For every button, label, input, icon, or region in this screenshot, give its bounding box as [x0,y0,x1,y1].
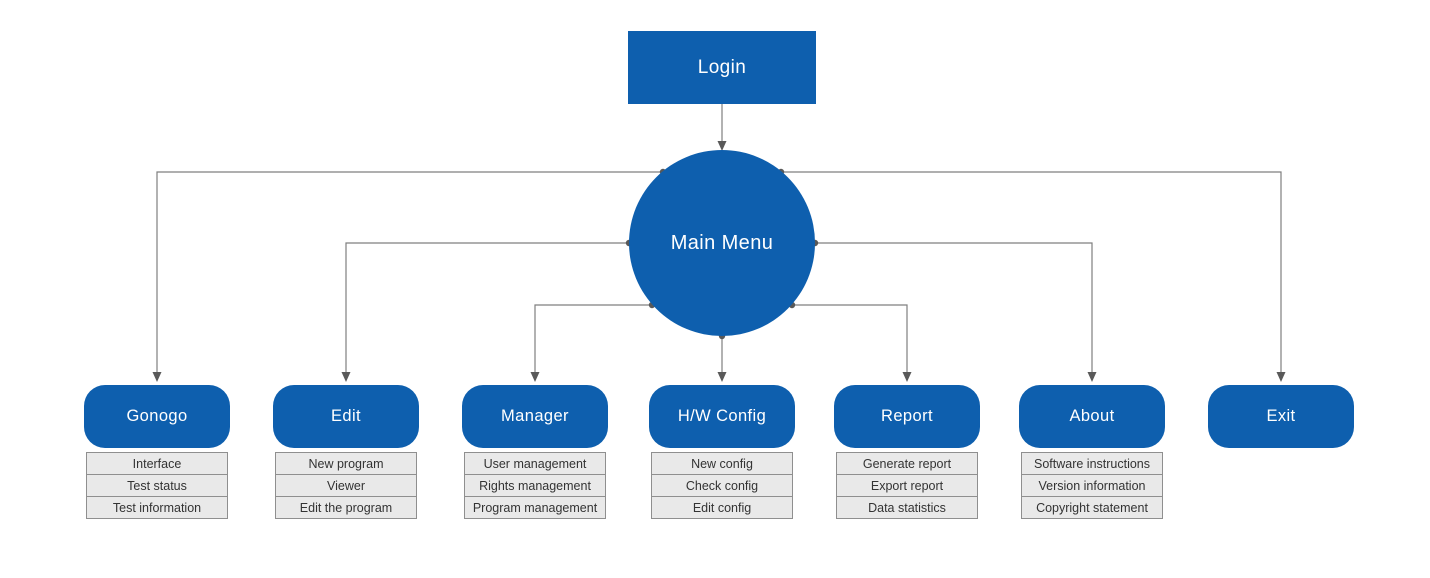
submenu-item: Check config [651,474,793,497]
submenu-item: Test status [86,474,228,497]
submenu-item: Viewer [275,474,417,497]
submenu-item: New config [651,452,793,475]
submenu-item: Rights management [464,474,606,497]
main-menu-node: Main Menu [629,150,815,336]
branch-node-about: About [1019,385,1165,448]
branch-node-h-w-config: H/W Config [649,385,795,448]
submenu-item: User management [464,452,606,475]
submenu-item: Interface [86,452,228,475]
wire-mainmenu-about [815,242,1093,373]
login-node: Login [628,31,816,104]
wire-mainmenu-report [792,304,908,373]
arrowhead-manager [530,372,540,382]
branch-node-edit: Edit [273,385,419,448]
submenu-item: New program [275,452,417,475]
branch-node-exit: Exit [1208,385,1354,448]
wire-mainmenu-edit [345,242,629,373]
arrowhead-h-w-config [717,372,727,382]
wire-mainmenu-manager [534,304,652,373]
submenu-item: Export report [836,474,978,497]
submenu-item: Version information [1021,474,1163,497]
submenu-item: Edit config [651,496,793,519]
branch-node-manager: Manager [462,385,608,448]
submenu-item: Software instructions [1021,452,1163,475]
branch-node-report: Report [834,385,980,448]
submenu-item: Test information [86,496,228,519]
branch-column-exit: Exit [1208,385,1354,448]
arrowhead-mainmenu [717,141,727,151]
submenu-item: Edit the program [275,496,417,519]
wire-mainmenu-gonogo [156,171,663,373]
arrowhead-edit [341,372,351,382]
submenu-item: Program management [464,496,606,519]
arrowhead-exit [1276,372,1286,382]
arrowhead-report [902,372,912,382]
arrowhead-about [1087,372,1097,382]
branch-node-gonogo: Gonogo [84,385,230,448]
wire-mainmenu-exit [781,171,1282,373]
submenu-item: Data statistics [836,496,978,519]
submenu-item: Copyright statement [1021,496,1163,519]
submenu-item: Generate report [836,452,978,475]
arrowhead-gonogo [152,372,162,382]
